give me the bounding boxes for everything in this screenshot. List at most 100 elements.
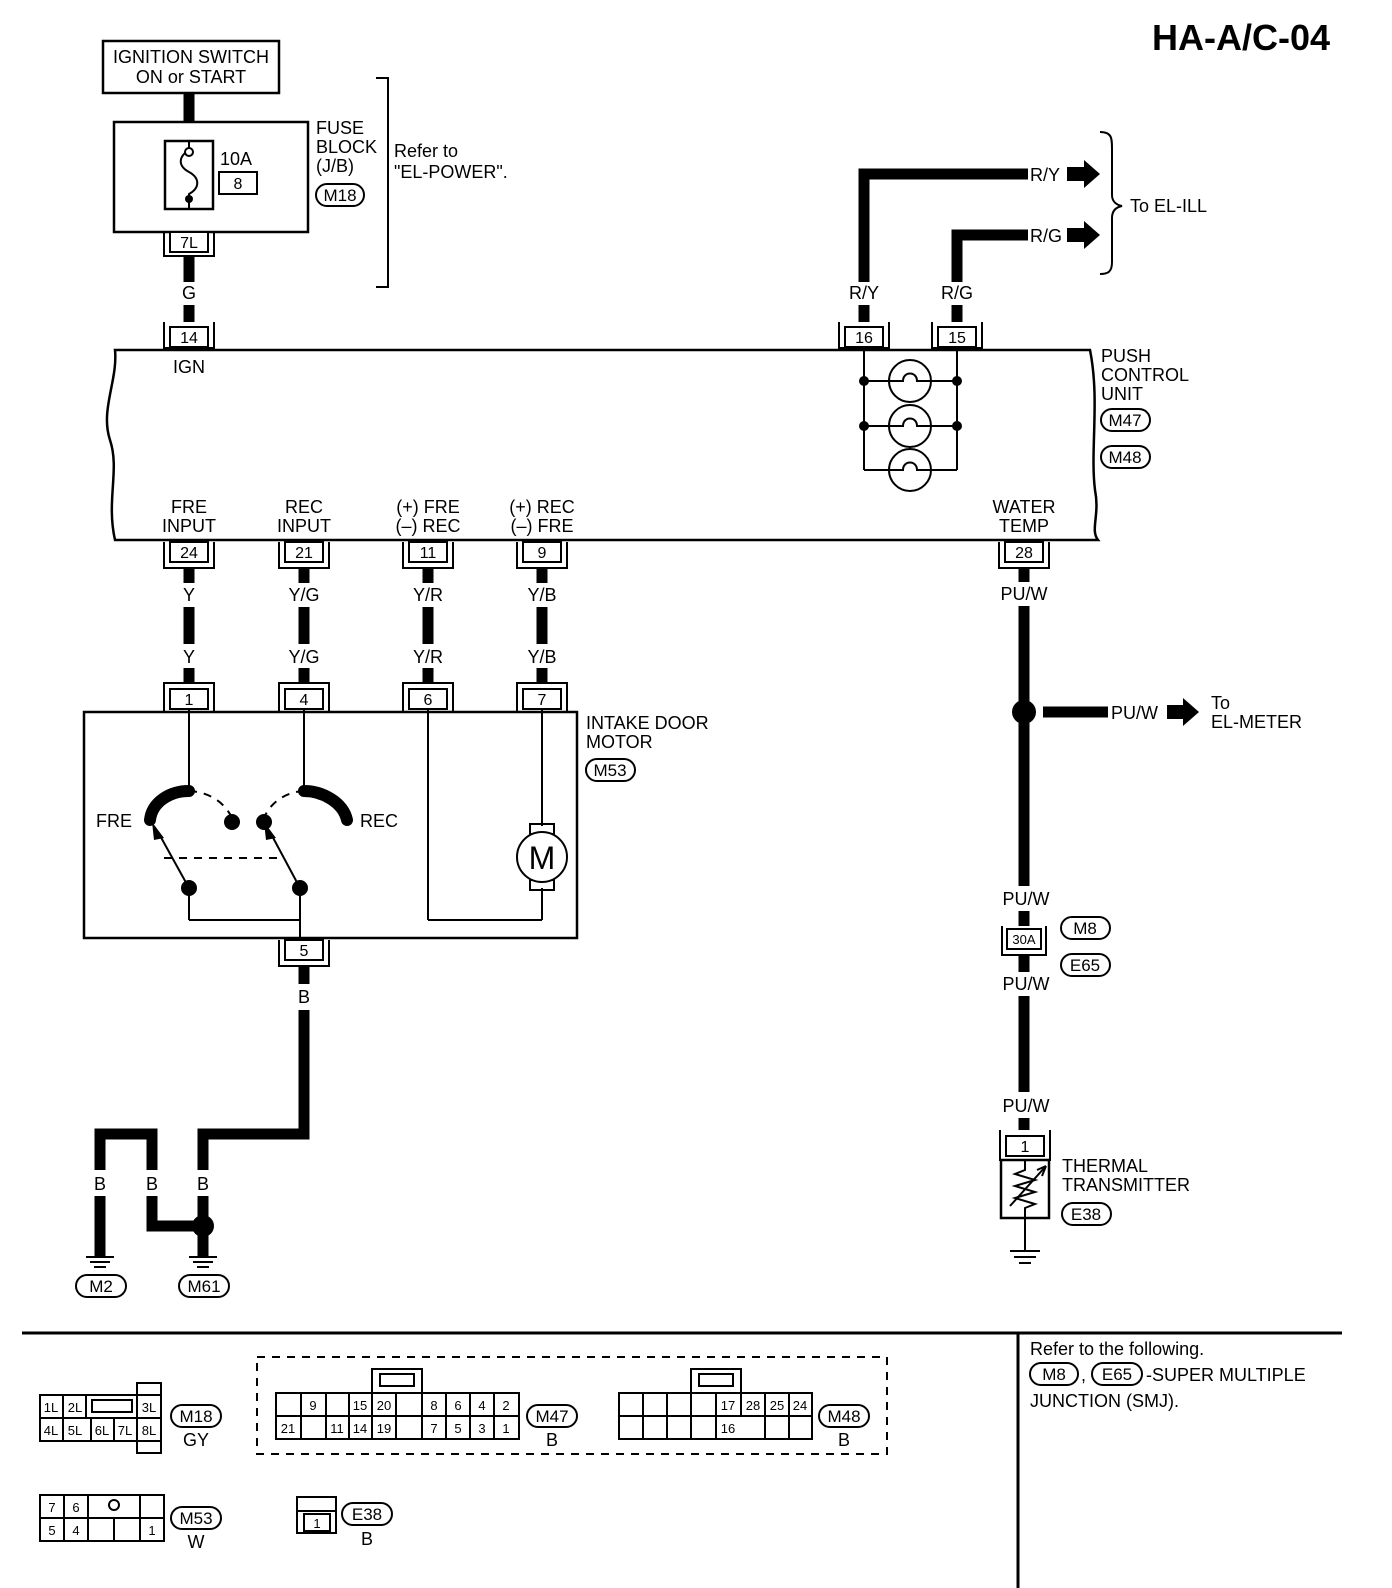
m47-cell: 6	[454, 1398, 461, 1413]
pcu-bottom-connectors	[163, 541, 1050, 569]
motor-pin-1: 1	[185, 692, 194, 709]
m47-face-oval	[526, 1404, 578, 1428]
pcu-connector-oval-1	[1100, 408, 1151, 432]
m18-cell-4l: 4L	[44, 1423, 58, 1438]
footer-e65-oval	[1091, 1362, 1143, 1386]
water-temp-label-2: TEMP	[999, 516, 1049, 536]
wire-puw-label-1: PU/W	[1001, 584, 1048, 604]
m47-cell: 8	[430, 1398, 437, 1413]
connector-5	[284, 939, 324, 961]
m53-cell: 7	[48, 1500, 55, 1515]
intake-motor-label-1: INTAKE DOOR	[586, 713, 709, 733]
prec-label-1: (+) REC	[509, 497, 575, 517]
m18-cell-1l: 1L	[44, 1400, 58, 1415]
wire-puw-branch-label: PU/W	[1111, 703, 1158, 723]
rec-input-label-2: INPUT	[277, 516, 331, 536]
arrow-right-icon	[1167, 698, 1199, 726]
fuse-terminal-top	[184, 147, 194, 157]
footer-e65: E65	[1102, 1365, 1132, 1384]
motor-symbol-label: M	[529, 840, 556, 876]
m47-cell: 2	[502, 1398, 509, 1413]
connector-face-e38	[296, 1496, 337, 1534]
thermal-label-1: THERMAL	[1062, 1156, 1148, 1176]
wire-yg-label-bottom: Y/G	[288, 647, 319, 667]
m53-face-oval	[170, 1506, 222, 1530]
fre-input-label-2: INPUT	[162, 516, 216, 536]
m47-cell: 4	[478, 1398, 485, 1413]
footer-m8: M8	[1042, 1365, 1066, 1384]
fuse-number-box	[218, 171, 258, 195]
m47-cell: 20	[377, 1398, 391, 1413]
ground-m2: M2	[89, 1277, 113, 1296]
ign-label: IGN	[173, 357, 205, 377]
m18-cell-8l: 8L	[142, 1423, 156, 1438]
pin-28: 28	[1015, 545, 1033, 562]
m47-cell: 9	[309, 1398, 316, 1413]
wire-rg	[951, 229, 1028, 282]
e38-face-name: E38	[352, 1505, 382, 1524]
m47-face-name: M47	[535, 1407, 568, 1426]
water-temp-label-1: WATER	[993, 497, 1056, 517]
m48-cell: 25	[770, 1398, 784, 1413]
pcu-label-2: CONTROL	[1101, 365, 1189, 385]
fuse-block-connector: M18	[323, 186, 356, 205]
ground-wire-b-label-2: B	[146, 1174, 158, 1194]
splice-point	[1012, 700, 1036, 724]
pcu-label-3: UNIT	[1101, 384, 1143, 404]
m47-cell: 5	[454, 1421, 461, 1436]
ground-m61: M61	[187, 1277, 220, 1296]
m47-cell: 1	[502, 1421, 509, 1436]
pcu-connector-2: M48	[1108, 448, 1141, 467]
wire-yb-label-top: Y/B	[527, 585, 556, 605]
arrow-right-icon	[1067, 221, 1100, 249]
connector-face-m47	[275, 1368, 520, 1440]
fuse-block-label-3: (J/B)	[316, 156, 354, 176]
ignition-label-1: IGNITION SWITCH	[113, 47, 269, 67]
m47-face-color: B	[546, 1430, 558, 1450]
ground-icon	[86, 1256, 114, 1268]
footer-m8-oval	[1029, 1362, 1079, 1386]
wire-puw-label-4: PU/W	[1003, 1096, 1050, 1116]
fuse-ref-1: Refer to	[394, 141, 458, 161]
m47-cell: 11	[330, 1421, 344, 1436]
wire-g-label: G	[182, 283, 196, 303]
pfre-label-2: (–) REC	[395, 516, 460, 536]
e38-face-oval	[341, 1502, 393, 1526]
fuse-terminal-bottom	[185, 195, 193, 203]
wire-yr-label-top: Y/R	[413, 585, 443, 605]
intake-motor-label-2: MOTOR	[586, 732, 653, 752]
pfre-label-1: (+) FRE	[396, 497, 460, 517]
limit-switch-internals	[144, 709, 543, 938]
connector-face-m53	[39, 1494, 165, 1542]
pcu-label-1: PUSH	[1101, 346, 1151, 366]
m53-cell: 4	[72, 1523, 79, 1538]
thermistor-arrow-icon	[1009, 1165, 1047, 1207]
pin-9: 9	[538, 545, 547, 562]
ground-wire-b-label-1: B	[94, 1174, 106, 1194]
connector-14	[169, 326, 209, 348]
thermal-connector-name: E38	[1071, 1205, 1101, 1224]
m47-cell: 3	[478, 1421, 485, 1436]
motor-wires	[183, 568, 548, 683]
m47-cell: 19	[377, 1421, 391, 1436]
ground-wires	[94, 1010, 310, 1256]
motor-connector: M53	[593, 761, 626, 780]
m18-cell-5l: 5L	[68, 1423, 82, 1438]
m53-cell: 6	[72, 1500, 79, 1515]
wire-rg-label-vertical: R/G	[941, 283, 973, 303]
m53-cell: 1	[148, 1523, 155, 1538]
illumination-lamps	[859, 348, 962, 492]
m48-cell: 24	[793, 1398, 807, 1413]
joint-m8-oval	[1060, 916, 1111, 940]
joint-connector	[1006, 928, 1042, 950]
ground-m61-oval	[178, 1274, 230, 1298]
wire-ry	[858, 168, 1028, 282]
m48-face-oval	[818, 1404, 870, 1428]
motor-pin-5: 5	[300, 943, 309, 960]
m18-face-name: M18	[179, 1407, 212, 1426]
to-el-ill-label: To EL-ILL	[1130, 196, 1207, 216]
to-el-meter-label-2: EL-METER	[1211, 712, 1302, 732]
joint-e65-oval	[1060, 953, 1111, 977]
wire-ry-label: R/Y	[1030, 165, 1060, 185]
